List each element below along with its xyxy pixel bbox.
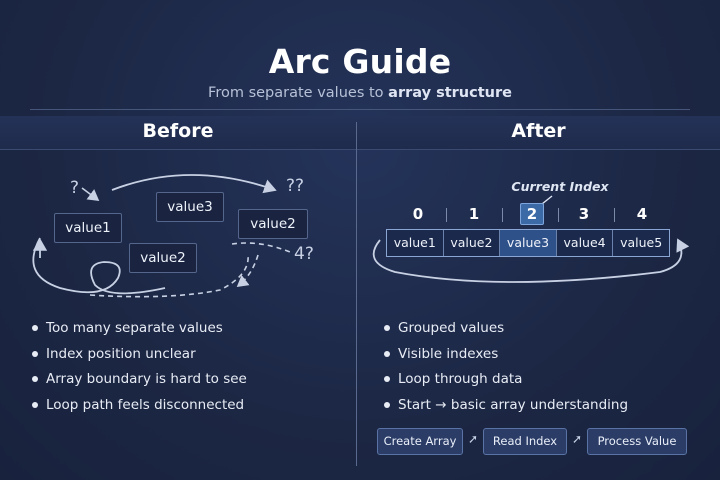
read-index-button[interactable]: Read Index: [483, 428, 567, 455]
after-heading: After: [511, 120, 566, 142]
scattered-value-box: value2: [129, 243, 197, 273]
list-item: Index position unclear: [32, 344, 247, 370]
dashed-path-down: [236, 254, 259, 287]
header-divider: [30, 109, 690, 110]
array-cell: value1: [387, 230, 444, 256]
index-label: 4: [636, 205, 648, 223]
create-array-button[interactable]: Create Array: [377, 428, 463, 455]
before-heading-band: [0, 116, 356, 150]
question-mark-1: ?: [70, 178, 80, 198]
array-cell: value2: [444, 230, 501, 256]
page-title: Arc Guide: [268, 42, 452, 81]
header: Arc Guide From separate values to array …: [0, 0, 720, 112]
dashed-path-right: [231, 242, 291, 253]
index-separator: [502, 208, 503, 222]
list-item: Too many separate values: [32, 318, 247, 344]
before-bullet-list: Too many separate values Index position …: [32, 318, 247, 420]
panel-divider: [356, 122, 357, 466]
scattered-value-box: value2: [238, 209, 308, 239]
array-cell: value5: [620, 235, 663, 250]
index-separator: [446, 208, 447, 222]
list-item: Visible indexes: [384, 344, 628, 370]
subtitle-emphasis: array structure: [388, 85, 512, 101]
flow-arrow-icon: ➚: [572, 432, 583, 446]
question-mark-2: ??: [286, 176, 305, 196]
list-item: Loop through data: [384, 369, 628, 395]
scattered-value-box: value3: [156, 192, 224, 222]
list-item: Loop path feels disconnected: [32, 395, 247, 421]
scattered-value-box: value1: [54, 213, 122, 243]
after-heading-band: [357, 116, 720, 150]
index-label: 1: [468, 205, 480, 223]
page-subtitle: From separate values to array structure: [0, 85, 720, 101]
index-separator: [614, 208, 615, 222]
before-heading: Before: [142, 120, 214, 142]
index-label: 0: [412, 205, 424, 223]
array-cell-active: value3: [500, 230, 557, 256]
process-value-button[interactable]: Process Value: [587, 428, 687, 455]
active-index-label: 2: [520, 203, 544, 225]
list-item: Grouped values: [384, 318, 628, 344]
arrow-top-arc: [111, 174, 277, 194]
list-item: Array boundary is hard to see: [32, 369, 247, 395]
list-item: Start → basic array understanding: [384, 395, 628, 421]
index-label: 3: [578, 205, 590, 223]
current-index-label: Current Index: [511, 179, 609, 194]
array-cell: value4: [557, 230, 614, 256]
subtitle-prefix: From separate values to: [208, 85, 389, 101]
question-mark-3: 4?: [294, 244, 314, 264]
after-bullet-list: Grouped values Visible indexes Loop thro…: [384, 318, 628, 420]
array-row: value1 value2 value3 value4 value5: [386, 229, 670, 257]
arrow-question: [81, 187, 100, 201]
flow-arrow-icon: ➚: [468, 432, 479, 446]
index-separator: [558, 208, 559, 222]
